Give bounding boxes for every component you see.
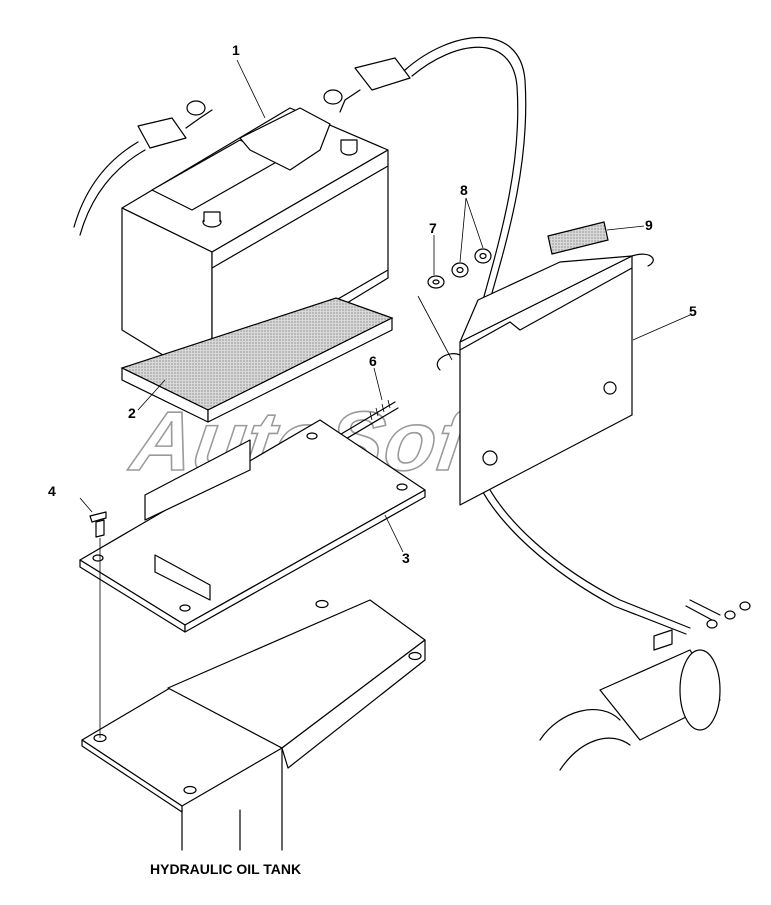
callout-6: 6: [369, 353, 377, 369]
callout-3: 3: [402, 550, 410, 566]
hydraulic-oil-tank: [81, 599, 426, 851]
callout-4: 4: [48, 483, 56, 499]
cable-terminals: [137, 57, 411, 149]
caption-hydraulic-oil-tank: HYDRAULIC OIL TANK: [150, 861, 301, 877]
callout-5: 5: [689, 303, 697, 319]
callouts: 1 2 3 4 5 6 7 8 9: [48, 42, 697, 566]
callout-9: 9: [645, 217, 653, 233]
callout-2: 2: [128, 405, 136, 421]
mounting-bracket: [79, 419, 426, 633]
leader-lines: [79, 59, 691, 738]
battery-pad: [120, 297, 394, 423]
bolt: [89, 511, 107, 538]
nuts-washers: [417, 248, 492, 361]
callout-8: 8: [460, 182, 468, 198]
callout-1: 1: [232, 42, 240, 58]
callout-7: 7: [429, 220, 437, 236]
battery: [121, 107, 389, 386]
cover-plate: [436, 253, 654, 506]
label-plate: [547, 221, 609, 255]
starter-motor: [539, 601, 751, 771]
